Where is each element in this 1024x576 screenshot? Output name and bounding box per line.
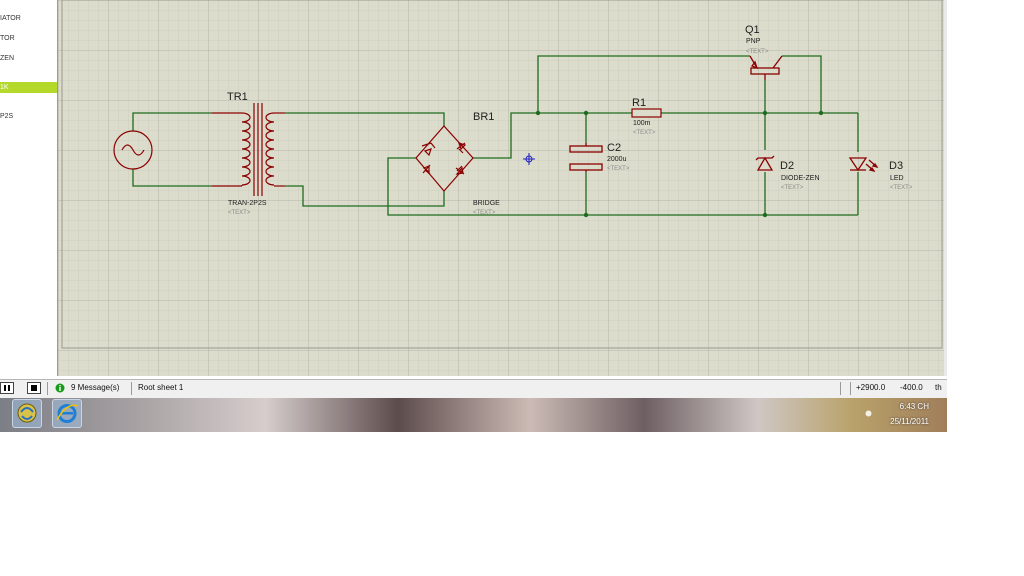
coordinate-x: +2900.0 [856, 383, 886, 392]
coordinate-y: -400.0 [900, 383, 923, 392]
d2-ref-label: D2 [780, 160, 794, 172]
stop-icon [31, 385, 37, 391]
q1-ref-label: Q1 [745, 24, 760, 36]
device-item-transistor[interactable]: TOR [0, 35, 15, 42]
coordinate-units: th [935, 383, 942, 392]
taskbar-clock-time[interactable]: 6:43 CH [899, 402, 929, 411]
cursor-crosshair-icon [523, 153, 535, 165]
bridge-br1-symbol[interactable] [415, 125, 474, 192]
transistor-q1-symbol[interactable] [749, 55, 783, 80]
status-bar: 9 Message(s) Root sheet 1 +2900.0 -400.0… [0, 379, 947, 398]
led-d3-symbol[interactable] [848, 157, 879, 173]
c2-text-placeholder: <TEXT> [607, 166, 630, 172]
tr1-text-placeholder: <TEXT> [228, 210, 251, 216]
stop-button[interactable] [27, 382, 41, 394]
wire-junctions [535, 110, 824, 218]
taskbar-isis-app[interactable] [12, 399, 42, 428]
capacitor-c2-symbol[interactable] [569, 143, 603, 172]
messages-count[interactable]: 9 Message(s) [71, 383, 120, 392]
r1-text-placeholder: <TEXT> [633, 130, 656, 136]
d2-text-placeholder: <TEXT> [781, 185, 804, 191]
q1-value-label: PNP [746, 38, 761, 45]
tr1-value-label: TRAN-2P2S [228, 200, 267, 207]
sheet-name: Root sheet 1 [138, 383, 184, 392]
canvas-scroll-gutter[interactable] [944, 0, 947, 376]
device-item-zener[interactable]: ZEN [0, 55, 14, 62]
tray-notification-icon[interactable] [864, 409, 873, 418]
zener-diode-d2-symbol[interactable] [755, 155, 775, 171]
taskbar-internet-explorer[interactable] [52, 399, 82, 428]
wires[interactable] [132, 55, 859, 216]
device-selector-panel: IATOR TOR ZEN 1K P2S [0, 0, 58, 376]
c2-value-label: 2000u [607, 156, 627, 163]
pause-button[interactable] [0, 382, 14, 394]
d3-text-placeholder: <TEXT> [890, 185, 913, 191]
device-item-generator[interactable]: IATOR [0, 15, 21, 22]
r1-ref-label: R1 [632, 97, 646, 109]
isis-app-icon [17, 403, 37, 423]
info-icon [55, 383, 65, 393]
q1-text-placeholder: <TEXT> [746, 49, 769, 55]
r1-value-label: 100m [633, 120, 651, 127]
br1-value-label: BRIDGE [473, 200, 500, 207]
d3-ref-label: D3 [889, 160, 903, 172]
device-item-tran-2p2s[interactable]: P2S [0, 113, 14, 120]
tr1-ref-label: TR1 [227, 91, 248, 103]
resistor-r1-symbol[interactable] [631, 108, 662, 118]
device-item-selected-1k[interactable]: 1K [0, 82, 57, 93]
br1-ref-label: BR1 [473, 111, 494, 123]
pause-icon [4, 385, 10, 391]
isis-window: IATOR TOR ZEN 1K P2S [0, 0, 947, 432]
transformer-tr1-symbol[interactable] [212, 103, 285, 196]
windows-taskbar: 6:43 CH 25/11/2011 [0, 398, 947, 432]
br1-text-placeholder: <TEXT> [473, 210, 496, 216]
taskbar-clock-date[interactable]: 25/11/2011 [890, 417, 929, 426]
schematic-canvas[interactable]: TR1 TRAN-2P2S <TEXT> BR1 BRIDGE <TEXT> C… [58, 0, 944, 376]
internet-explorer-icon [56, 404, 79, 423]
c2-ref-label: C2 [607, 142, 621, 154]
d3-value-label: LED [890, 175, 904, 182]
ac-source-symbol[interactable] [113, 130, 153, 170]
d2-value-label: DIODE-ZEN [781, 175, 820, 182]
